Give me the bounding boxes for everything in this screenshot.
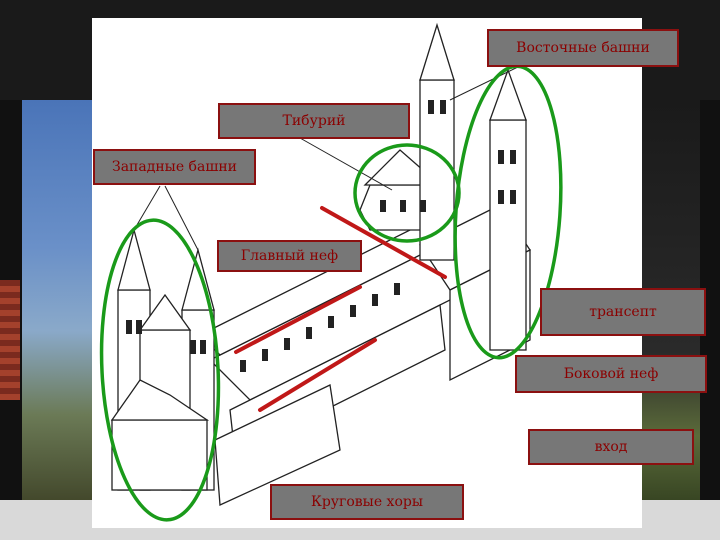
west-apse: [111, 419, 208, 491]
label-west-towers: Западные башни: [93, 149, 256, 185]
west-apse-roof: [110, 379, 210, 421]
west-tower-left-spire: [117, 227, 151, 291]
west-block-roof: [138, 293, 192, 331]
marker-side-nave: [258, 338, 377, 412]
label-entrance: вход: [528, 429, 694, 465]
label-side-nave: Боковой неф: [515, 355, 707, 393]
background-brick-wall: [0, 280, 20, 400]
label-east-towers: Восточные башни: [487, 29, 679, 67]
label-transept: трансепт: [540, 288, 706, 336]
east-tower-right-spire: [489, 68, 527, 121]
marker-main-nave: [234, 285, 362, 354]
label-round-choirs: Круговые хоры: [270, 484, 464, 520]
east-tower-right: [489, 119, 527, 351]
background-photo-left: [22, 100, 102, 520]
marker-transept: [320, 206, 447, 279]
label-main-nave: Главный неф: [217, 240, 362, 272]
highlight-west-towers: [99, 218, 221, 522]
east-tower-left-spire: [419, 22, 455, 81]
label-tiburium: Тибурий: [218, 103, 410, 139]
choir-block: [214, 384, 341, 506]
